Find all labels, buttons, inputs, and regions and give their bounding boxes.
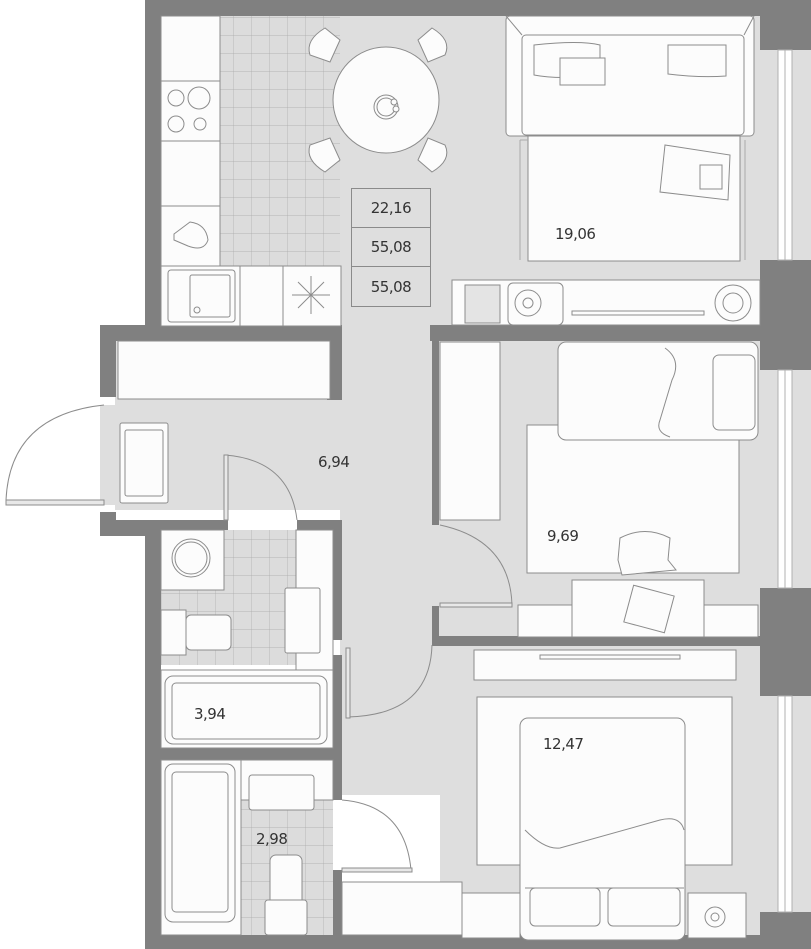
double-bed-icon (505, 15, 755, 262)
plant-icon (714, 284, 752, 322)
hallway-wardrobe (117, 340, 463, 936)
bathroom-fixtures (160, 529, 334, 749)
kitchen-counter (160, 15, 342, 327)
tv-stand-icon (451, 279, 761, 326)
windows (777, 49, 793, 913)
entry-door-icon (5, 404, 105, 506)
living-area-value: 22,16 (352, 189, 430, 228)
room-area-bedroom-master: 12,47 (543, 735, 584, 753)
room-area-bathroom: 3,94 (194, 705, 226, 723)
area-summary-box: 22,16 55,08 55,08 (351, 188, 431, 307)
dining-table-icon (308, 27, 448, 173)
room-area-hallway: 6,94 (318, 453, 350, 471)
walls (100, 0, 811, 949)
room-area-wc: 2,98 (256, 830, 288, 848)
total-area-with-balcony-value: 55,08 (370, 277, 412, 296)
room-area-bedroom-kids: 9,69 (547, 527, 579, 545)
interior-doors (223, 454, 513, 873)
room-area-bedroom-large: 19,06 (555, 225, 596, 243)
wardrobe-kids (439, 341, 501, 521)
wc-fixtures (160, 759, 334, 936)
fridge-icon (292, 276, 330, 314)
desk-icon (517, 531, 759, 638)
oven-icon (167, 269, 236, 323)
master-bed-icon (461, 649, 747, 941)
total-area-value: 55,08 (352, 228, 430, 267)
kitchen-sink-icon (173, 221, 209, 249)
cooktop-icon (167, 86, 211, 133)
